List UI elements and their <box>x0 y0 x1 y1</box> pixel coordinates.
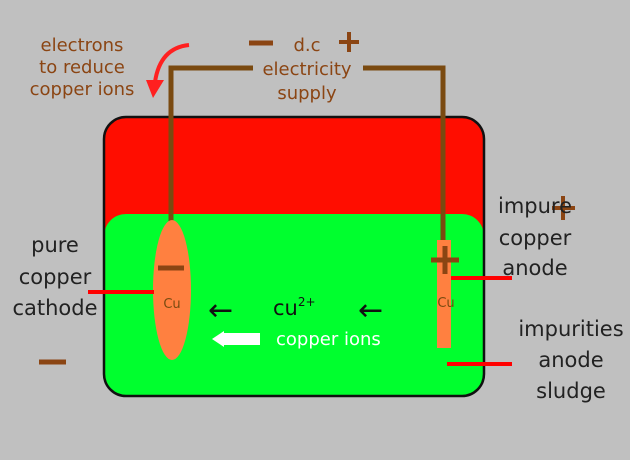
pointer-lines <box>88 276 512 366</box>
sludge-line-2: anode <box>538 348 603 372</box>
cathode-wire <box>168 65 253 245</box>
sludge-line-1: impurities <box>518 317 623 341</box>
anode-label: impure copper anode <box>498 194 572 280</box>
anode-line-3: anode <box>502 256 567 280</box>
copper-ions-label: copper ions <box>276 329 381 350</box>
cathode-electrode <box>153 220 191 360</box>
anode-line-2: copper <box>499 226 572 250</box>
anode-plus-sign <box>431 246 459 274</box>
ion-arrow-left: ← <box>208 293 233 328</box>
electrons-line-2: to reduce <box>39 57 125 78</box>
supply-line-1: d.c <box>293 35 320 56</box>
supply-line-2: electricity <box>262 59 351 80</box>
circuit-wire <box>168 65 446 245</box>
ion-arrow-right: ← <box>358 293 383 328</box>
cathode-line-3: cathode <box>12 296 97 320</box>
ion-formula: cu2+ <box>273 295 316 320</box>
electrons-line-1: electrons <box>41 35 124 56</box>
sludge-label: impurities anode sludge <box>518 317 623 403</box>
anode-wire <box>363 65 446 245</box>
supply-line-3: supply <box>277 83 337 104</box>
supply-positive-sign <box>339 32 359 52</box>
anode-line-1: impure <box>498 194 572 218</box>
ion-formula-base: cu <box>273 296 298 320</box>
sludge-line-3: sludge <box>536 379 606 403</box>
cell-outline <box>102 115 486 398</box>
electrons-line-3: copper ions <box>30 79 135 100</box>
ion-formula-charge: 2+ <box>298 295 316 309</box>
lower-electrolyte <box>104 214 484 396</box>
electrons-label: electrons to reduce copper ions <box>30 35 135 100</box>
electron-flow-arrow <box>146 43 190 98</box>
anode-element-label: Cu <box>437 296 454 311</box>
cathode-line-2: copper <box>19 265 92 289</box>
cathode-label: pure copper cathode <box>12 233 97 320</box>
stray-plus-sign <box>552 196 575 220</box>
cathode-element-label: Cu <box>163 297 180 312</box>
cathode-line-1: pure <box>31 233 79 257</box>
supply-label: d.c electricity supply <box>262 35 351 104</box>
white-block-arrow <box>212 331 260 347</box>
